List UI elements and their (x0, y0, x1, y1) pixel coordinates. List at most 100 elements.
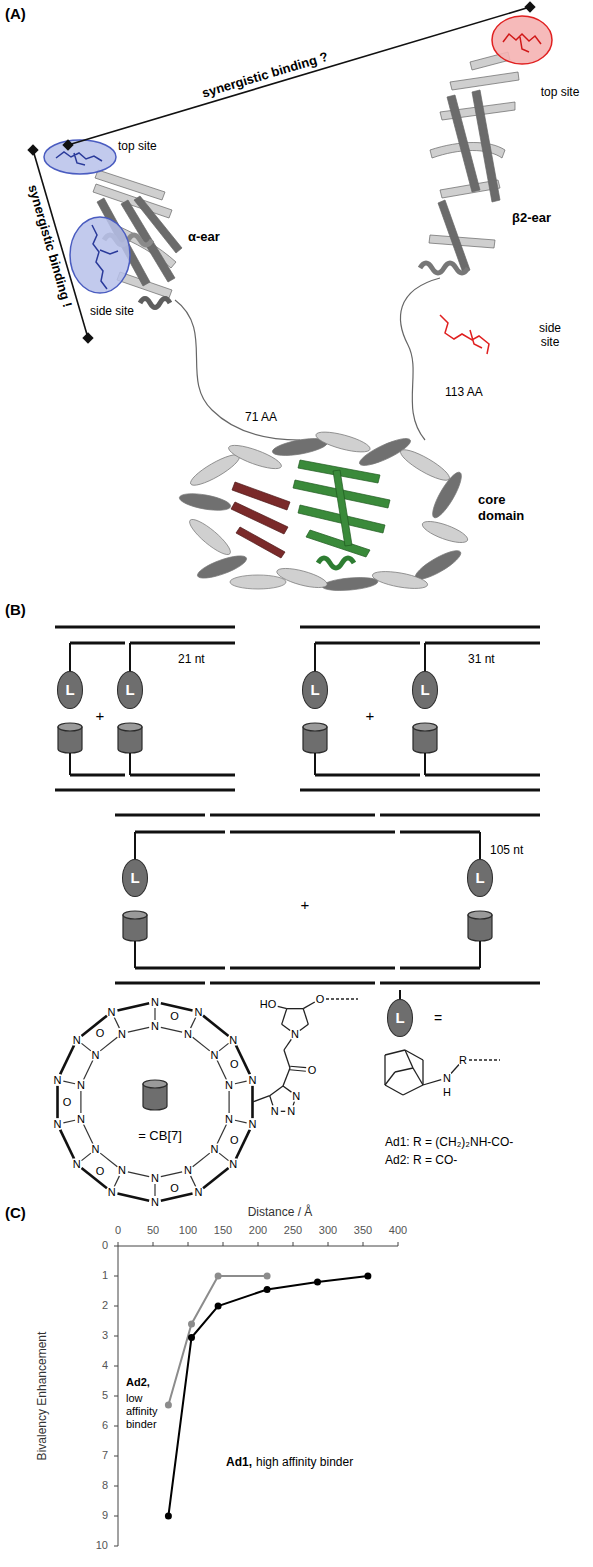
synergy-line (68, 7, 530, 145)
ligand-oval: L (412, 671, 438, 709)
end-diamond (82, 332, 93, 343)
atom-label: N (229, 1159, 237, 1170)
x-tick (328, 1242, 329, 1246)
adamantane-bond (403, 1085, 423, 1095)
bond (300, 1024, 308, 1030)
ad1-series-point (314, 1279, 321, 1286)
atom-label: O (308, 1065, 317, 1076)
adamantane-bond (385, 1050, 405, 1055)
cb7-inner-bond (80, 1091, 81, 1113)
tick-label: 200 (249, 1224, 267, 1237)
atom-label: N (184, 1165, 192, 1176)
text-label: = CB[7] (138, 1128, 182, 1144)
text-label: core domain (478, 492, 540, 523)
ligand (440, 315, 489, 354)
ligand-letter: L (125, 682, 134, 699)
x-tick (398, 1242, 399, 1246)
cb7-radial-bond (191, 1017, 196, 1028)
tick-label: 150 (214, 1224, 232, 1237)
atom-label: N (292, 1090, 300, 1101)
text-label: side site (531, 321, 569, 350)
cb7-outer-bond (60, 1045, 74, 1074)
cb7-inner-bond (217, 1060, 226, 1080)
tick-label: 0 (115, 1224, 121, 1237)
ligand-letter: L (310, 682, 319, 699)
cb7-inner-bond (161, 1027, 182, 1032)
bond (423, 1080, 441, 1085)
helix (428, 469, 466, 521)
atom-label: N (194, 1006, 202, 1017)
tick-label: 1 (102, 1269, 108, 1282)
text-label: 105 nt (490, 843, 523, 857)
atom-label: O (170, 1011, 179, 1022)
text-label: low affinity binder (126, 1392, 166, 1432)
bond (284, 1039, 292, 1050)
atom-label: N (92, 1049, 100, 1060)
y-tick (114, 1426, 118, 1427)
cb7-inner-bond (84, 1060, 93, 1080)
tick-label: 250 (284, 1224, 302, 1237)
y-tick (114, 1336, 118, 1337)
dna-strand (70, 774, 125, 777)
end-diamond (62, 139, 73, 150)
helix (230, 575, 286, 589)
y-tick (114, 1516, 118, 1517)
dna-strand (425, 774, 540, 777)
tick-label: 5 (102, 1389, 108, 1402)
cb7-radial-bond (63, 1120, 75, 1123)
ad2-series-point (188, 1321, 195, 1328)
atom-label: N (210, 1049, 218, 1060)
bond (284, 1050, 290, 1068)
atom-label: N (151, 997, 159, 1008)
tick-label: 400 (389, 1224, 407, 1237)
atom-label: N (54, 1074, 62, 1085)
adamantane-bond (385, 1072, 395, 1085)
atom-label: H (443, 1087, 451, 1098)
adamantane-bond (405, 1050, 413, 1068)
dna-strand (115, 982, 205, 985)
text-label: + (96, 707, 105, 725)
x-tick (223, 1242, 224, 1246)
bond (283, 1068, 290, 1086)
x-tick (153, 1242, 154, 1246)
atom-label: N (291, 1029, 299, 1040)
text-label: Bivalency Enhancement (35, 1332, 49, 1461)
atom-label: N (92, 1144, 100, 1155)
atom-label: N (271, 1106, 279, 1117)
cb7-radial-bond (219, 1153, 228, 1160)
dna-strand (55, 626, 235, 629)
bond (282, 1024, 290, 1030)
tick-label: 2 (102, 1299, 108, 1312)
ligand-oval: L (387, 999, 413, 1037)
bond (303, 1009, 308, 1025)
bond (253, 1096, 270, 1102)
cb7-inner-bond (217, 1124, 226, 1144)
ad2-series-point (215, 1273, 222, 1280)
cb7-inner-bond (128, 1027, 149, 1032)
bond (270, 1096, 273, 1106)
x-tick (258, 1242, 259, 1246)
y-tick (114, 1366, 118, 1367)
adamantane-bond (413, 1068, 423, 1085)
cb7-radial-bond (82, 1043, 91, 1050)
text-label: β2-ear (512, 210, 551, 226)
x-tick (293, 1242, 294, 1246)
atom-label: O (63, 1096, 72, 1107)
helix (322, 576, 379, 593)
cb7-radial-bond (63, 1081, 75, 1084)
end-diamond (27, 144, 38, 155)
helix (371, 568, 429, 592)
linker-stem (424, 753, 426, 775)
y-tick (114, 1306, 118, 1307)
cb7-cylinder-top (123, 911, 147, 919)
ribbon-strand (333, 470, 352, 546)
atom-label: N (77, 1113, 85, 1124)
atom-label: N (249, 1119, 257, 1130)
ligand (503, 34, 541, 52)
top-site-marker (492, 16, 552, 64)
cb7-inner-bond (84, 1124, 93, 1144)
cb7-radial-bond (154, 1008, 155, 1020)
atom-label: O (96, 1165, 105, 1176)
panel-letter: (B) (5, 601, 26, 619)
ribbon-helix (420, 263, 468, 273)
